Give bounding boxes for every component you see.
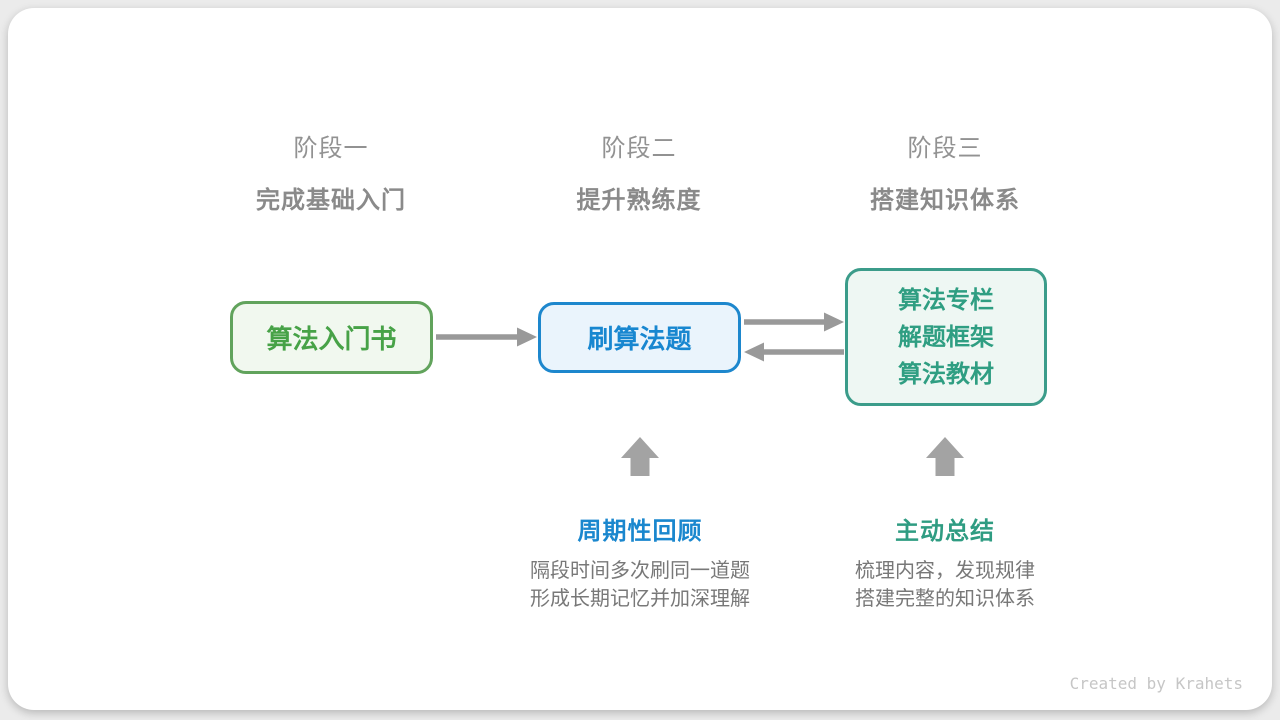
stage-1-subtitle: 完成基础入门 xyxy=(256,187,406,214)
node-resource-line-1: 算法专栏 xyxy=(898,286,994,314)
stage-3-subtitle: 搭建知识体系 xyxy=(870,187,1020,214)
summary-description: 梳理内容，发现规律 搭建完整的知识体系 xyxy=(765,557,1125,613)
node-intro-book-label: 算法入门书 xyxy=(266,324,397,354)
summary-title: 主动总结 xyxy=(895,518,995,545)
summary-description-line-2: 搭建完整的知识体系 xyxy=(855,588,1035,610)
credit-text: Created by Krahets xyxy=(1069,674,1243,693)
stage-1-label: 阶段一 xyxy=(293,135,369,162)
review-title: 周期性回顾 xyxy=(577,518,703,545)
node-resource-line-3: 算法教材 xyxy=(898,360,994,388)
summary-description-line-1: 梳理内容，发现规律 xyxy=(855,560,1035,582)
node-intro-book: 算法入门书 xyxy=(230,301,433,374)
node-practice-problems: 刷算法题 xyxy=(538,302,741,373)
review-description: 隔段时间多次刷同一道题 形成长期记忆并加深理解 xyxy=(460,557,820,613)
stage-1-header: 阶段一 完成基础入门 xyxy=(171,128,491,215)
node-practice-problems-label: 刷算法题 xyxy=(587,324,692,354)
node-knowledge-resources: 算法专栏 解题框架 算法教材 xyxy=(845,268,1047,406)
stage-2-label: 阶段二 xyxy=(601,135,677,162)
node-resource-line-2: 解题框架 xyxy=(898,323,994,351)
review-description-line-2: 形成长期记忆并加深理解 xyxy=(530,588,750,610)
stage-2-header: 阶段二 提升熟练度 xyxy=(479,128,799,215)
stage-3-label: 阶段三 xyxy=(907,135,983,162)
review-description-line-1: 隔段时间多次刷同一道题 xyxy=(530,560,750,582)
stage-3-header: 阶段三 搭建知识体系 xyxy=(785,128,1105,215)
stage-2-subtitle: 提升熟练度 xyxy=(576,187,702,214)
